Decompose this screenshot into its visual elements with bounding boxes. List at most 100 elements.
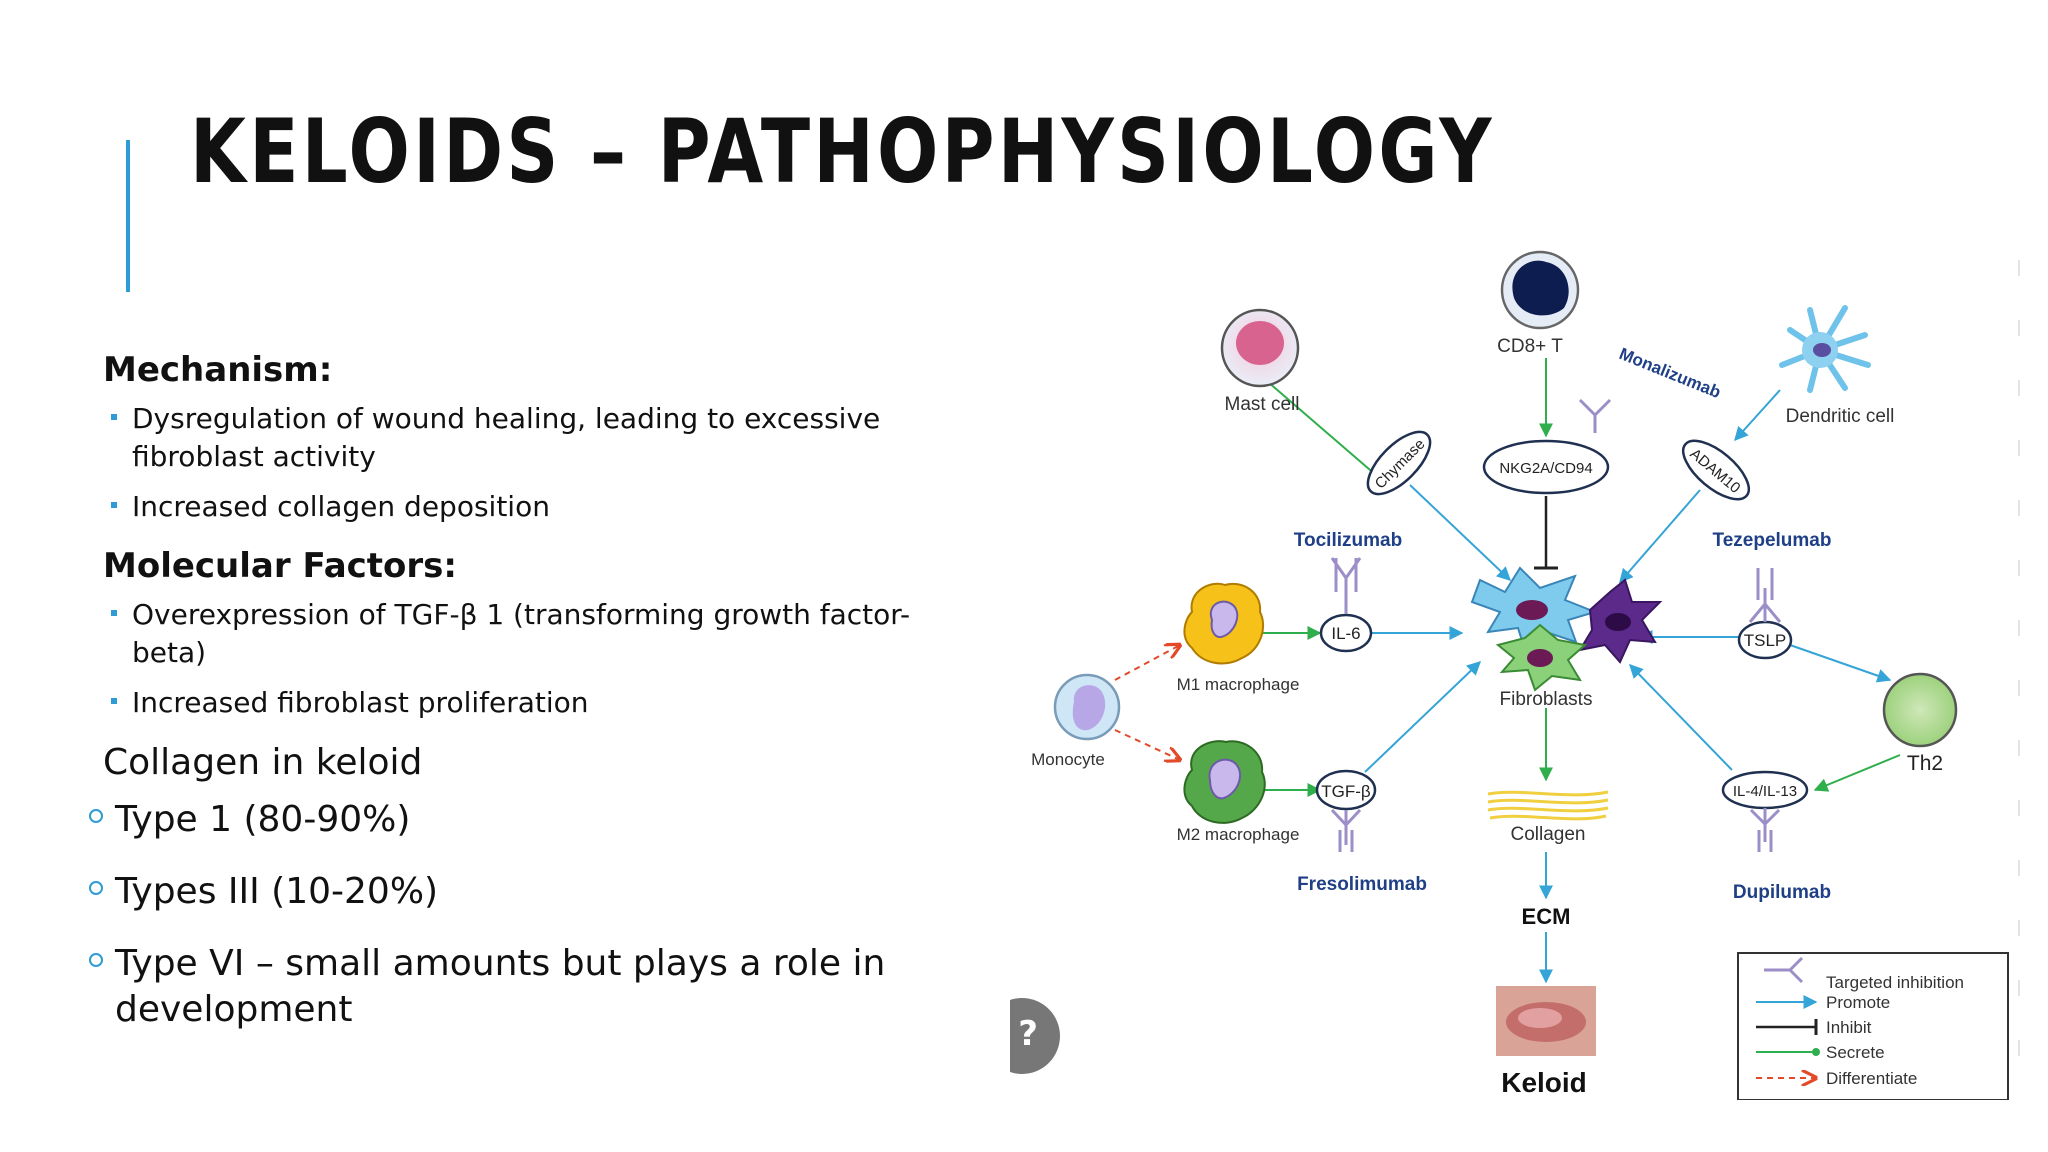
adam10-node: ADAM10 <box>1681 439 1751 501</box>
il6-node: IL-6 <box>1319 613 1373 653</box>
cd8-t-cell-icon <box>1500 250 1580 330</box>
dendritic-cell-icon <box>1779 305 1871 393</box>
legend-item: Secrete <box>1826 1043 1885 1062</box>
il6-label: IL-6 <box>1331 624 1360 643</box>
monalizumab-antibody-icon <box>1578 398 1612 433</box>
tezepelumab-antibody-icon <box>1748 568 1782 623</box>
list-item-text: Type VI – small amounts but plays a role… <box>115 943 886 1030</box>
nkg2a-node: NKG2A/CD94 <box>1482 439 1610 495</box>
bullet-square-icon <box>111 414 117 420</box>
m2-macrophage-label: M2 macrophage <box>1177 825 1300 844</box>
mechanism-list: Dysregulation of wound healing, leading … <box>103 400 943 526</box>
bullet-square-icon <box>111 698 117 704</box>
tgfb-node: TGF-β <box>1315 769 1377 811</box>
keloid-skin-image <box>1496 986 1596 1056</box>
tslp-node: TSLP <box>1737 620 1793 660</box>
nkg2a-label: NKG2A/CD94 <box>1499 460 1592 477</box>
list-item: Type 1 (80-90%) <box>89 797 929 843</box>
cd8-t-cell-label: CD8+ T <box>1497 336 1563 357</box>
pathophysiology-diagram: Mast cell CD8+ T Dendritic cell <box>1020 240 2040 1100</box>
dendritic-cell-label: Dendritic cell <box>1786 406 1895 427</box>
list-item-text: Types III (10-20%) <box>115 871 439 912</box>
collagen-fibers-icon <box>1487 790 1609 821</box>
th2-cell-label: Th2 <box>1907 752 1943 775</box>
bullet-square-icon <box>111 610 117 616</box>
fresolimumab-antibody-icon <box>1330 808 1362 852</box>
legend-item: Targeted inhibition <box>1826 973 1964 992</box>
list-item: Dysregulation of wound healing, leading … <box>103 400 943 476</box>
fresolimumab-label: Fresolimumab <box>1297 874 1427 895</box>
list-item: Increased collagen deposition <box>103 488 943 526</box>
monalizumab-label: Monalizumab <box>1617 344 1724 402</box>
bullet-ring-icon <box>89 809 103 823</box>
tocilizumab-antibody-icon <box>1330 557 1362 614</box>
title-accent-bar <box>126 140 130 292</box>
assist-icon: ? <box>1018 1014 1038 1054</box>
m2-macrophage-icon <box>1183 740 1266 824</box>
legend-secrete-dot <box>1812 1048 1820 1056</box>
list-item: Overexpression of TGF-β 1 (transforming … <box>103 596 943 672</box>
edge-il4-fibro <box>1629 663 1733 771</box>
edge-adam10-fibro <box>1619 489 1701 584</box>
il4-node: IL-4/IL-13 <box>1721 770 1809 810</box>
bullet-square-icon <box>111 502 117 508</box>
il4-label: IL-4/IL-13 <box>1733 783 1797 800</box>
right-edge-marks <box>2018 260 2020 1080</box>
mast-cell-label: Mast cell <box>1225 394 1300 415</box>
collagen-type-list: Type 1 (80-90%) Types III (10-20%) Type … <box>89 797 929 1033</box>
m1-macrophage-label: M1 macrophage <box>1177 675 1300 694</box>
edge-dendritic-adam10 <box>1734 389 1781 442</box>
edge-monocyte-m2 <box>1114 729 1180 760</box>
mechanism-heading-text: Mechanism <box>103 350 319 390</box>
tocilizumab-label: Tocilizumab <box>1294 530 1402 551</box>
molecular-heading-text: Molecular Factors <box>103 546 444 586</box>
edge-monocyte-m1 <box>1114 645 1180 681</box>
legend-item: Differentiate <box>1826 1069 1917 1088</box>
molecular-heading: Molecular Factors: <box>103 546 943 586</box>
list-item-text: Dysregulation of wound healing, leading … <box>132 402 881 473</box>
legend-item: Promote <box>1826 993 1890 1012</box>
mechanism-heading-colon: : <box>318 350 333 390</box>
monocyte-label: Monocyte <box>1031 750 1105 769</box>
floating-assist-button[interactable]: ? <box>1010 998 1060 1074</box>
collagen-heading: Collagen in keloid <box>103 742 423 783</box>
list-item: Types III (10-20%) <box>89 869 929 915</box>
mast-cell-icon <box>1220 308 1300 388</box>
fibroblasts-icon <box>1470 566 1663 692</box>
dupilumab-label: Dupilumab <box>1733 882 1831 903</box>
edge-tgfb-fibro <box>1364 661 1482 773</box>
legend-item: Inhibit <box>1826 1018 1872 1037</box>
bullet-ring-icon <box>89 881 103 895</box>
molecular-list: Overexpression of TGF-β 1 (transforming … <box>103 596 943 722</box>
ecm-label: ECM <box>1522 904 1571 929</box>
list-item-text: Increased collagen deposition <box>132 490 550 523</box>
dupilumab-antibody-icon <box>1749 808 1781 852</box>
edge-th2-il4 <box>1813 754 1901 792</box>
list-item: Increased fibroblast proliferation <box>103 684 943 722</box>
list-item-text: Overexpression of TGF-β 1 (transforming … <box>132 598 911 669</box>
legend-targeted-inhibition-icon <box>1764 956 1804 984</box>
edge-mast-chymase <box>1267 381 1386 483</box>
diagram-svg: Mast cell CD8+ T Dendritic cell <box>1031 250 2009 1100</box>
edge-chymase-fibro <box>1409 484 1512 581</box>
molecular-heading-colon: : <box>443 546 458 586</box>
slide-title: KELOIDS – PATHOPHYSIOLOGY <box>190 100 1495 203</box>
collagen-label: Collagen <box>1511 824 1586 845</box>
m1-macrophage-icon <box>1183 582 1265 665</box>
list-item: Type VI – small amounts but plays a role… <box>89 941 929 1033</box>
keloid-label: Keloid <box>1501 1067 1587 1098</box>
left-content: Mechanism: Dysregulation of wound healin… <box>89 350 943 1059</box>
edge-tslp-th2 <box>1789 644 1892 683</box>
tslp-label: TSLP <box>1744 631 1787 650</box>
tgfb-label: TGF-β <box>1321 782 1371 801</box>
fibroblasts-label: Fibroblasts <box>1500 689 1593 710</box>
th2-cell-icon <box>1882 672 1958 748</box>
edges <box>1114 358 1901 984</box>
monocyte-icon <box>1053 673 1121 741</box>
bullet-ring-icon <box>89 953 103 967</box>
list-item-text: Type 1 (80-90%) <box>115 799 411 840</box>
chymase-node: Chymase <box>1366 430 1432 496</box>
tezepelumab-label: Tezepelumab <box>1713 530 1832 551</box>
list-item-text: Increased fibroblast proliferation <box>132 686 589 719</box>
legend: Targeted inhibition Promote Inhibit Secr… <box>1737 952 2009 1100</box>
